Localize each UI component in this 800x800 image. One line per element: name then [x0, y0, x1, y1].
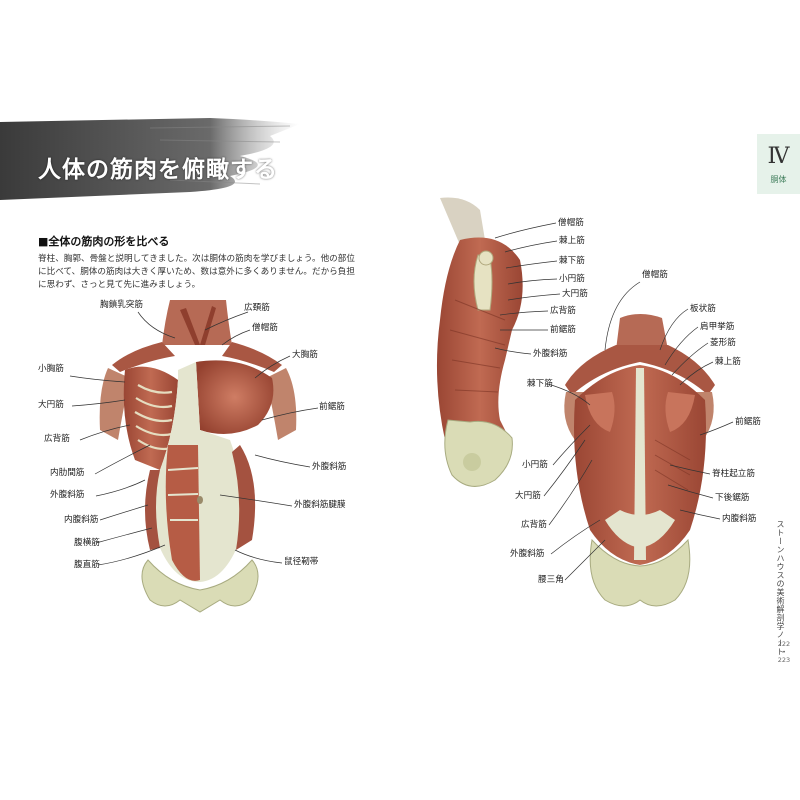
- label-back-splenius: 板状筋: [690, 304, 716, 314]
- label-pectoralis-major: 大胸筋: [292, 350, 318, 360]
- label-back-latissimus: 広背筋: [521, 520, 547, 530]
- label-external-oblique-left: 外腹斜筋: [50, 490, 85, 500]
- label-inguinal-ligament: 鼠径靭帯: [284, 557, 319, 567]
- leader-lines: [69, 222, 734, 581]
- label-back-erector-spinae: 脊柱起立筋: [712, 469, 755, 479]
- label-external-oblique-right: 外腹斜筋: [312, 462, 347, 472]
- side-torso-figure: [436, 197, 523, 487]
- label-serratus-anterior-front: 前鋸筋: [319, 402, 345, 412]
- label-sternocleidomastoid: 胸鎖乳突筋: [100, 300, 143, 310]
- label-back-infraspinatus: 棘下筋: [527, 379, 553, 389]
- label-back-teres-major: 大円筋: [515, 491, 541, 501]
- label-back-external-oblique: 外腹斜筋: [510, 549, 545, 559]
- label-platysma: 広頚筋: [244, 303, 270, 313]
- ink-brush-banner: [0, 118, 300, 200]
- label-side-infraspinatus: 棘下筋: [559, 256, 585, 266]
- label-back-serratus-posterior-inferior: 下後鋸筋: [715, 493, 750, 503]
- label-back-lumbar-triangle: 腰三角: [538, 575, 564, 585]
- label-back-internal-oblique: 内腹斜筋: [722, 514, 757, 524]
- label-back-trapezius: 僧帽筋: [642, 270, 668, 280]
- section-heading: ■全体の筋肉の形を比べる: [38, 235, 170, 248]
- page-number-left: 222: [777, 640, 791, 648]
- label-pectoralis-minor: 小胸筋: [38, 364, 64, 374]
- chapter-name: 胴体: [770, 175, 787, 184]
- label-back-levator-scapulae: 肩甲挙筋: [700, 322, 735, 332]
- front-torso-figure: [99, 300, 297, 613]
- label-back-supraspinatus: 棘上筋: [715, 357, 741, 367]
- label-side-serratus: 前鋸筋: [550, 325, 576, 335]
- page-title: 人体の筋肉を俯瞰する: [38, 157, 278, 183]
- label-side-teres-major: 大円筋: [562, 289, 588, 299]
- label-side-external-oblique: 外腹斜筋: [533, 349, 568, 359]
- label-transversus: 腹横筋: [74, 538, 100, 548]
- label-back-rhomboid: 菱形筋: [710, 338, 736, 348]
- book-title-vertical: ストーンハウスの美術解剖学ノート: [776, 520, 785, 656]
- label-side-teres-minor: 小円筋: [559, 274, 585, 284]
- intro-paragraph: 脊柱、胸郭、骨盤と説明してきました。次は胴体の筋肉を学びましょう。他の部位に比べ…: [38, 254, 355, 290]
- label-side-latissimus: 広背筋: [550, 306, 576, 316]
- label-trapezius-front: 僧帽筋: [252, 323, 278, 333]
- label-side-trapezius: 僧帽筋: [558, 218, 584, 228]
- label-back-teres-minor: 小円筋: [522, 460, 548, 470]
- page-number-right: 223: [777, 656, 791, 664]
- page-number-separator: •: [782, 648, 786, 656]
- label-internal-oblique-front: 内腹斜筋: [64, 515, 99, 525]
- chapter-tab: Ⅳ 胴体: [757, 134, 800, 194]
- label-latissimus-front: 広背筋: [44, 434, 70, 444]
- label-side-supraspinatus: 棘上筋: [559, 236, 585, 246]
- back-torso-figure: [564, 314, 715, 607]
- label-back-serratus-anterior: 前鋸筋: [735, 417, 761, 427]
- page-numbers: 222 • 223: [774, 640, 794, 664]
- label-teres-major-front: 大円筋: [38, 400, 64, 410]
- label-intercostal: 内肋間筋: [50, 468, 85, 478]
- label-external-oblique-aponeurosis: 外腹斜筋腱膜: [294, 500, 346, 510]
- label-rectus-abdominis: 腹直筋: [74, 560, 100, 570]
- chapter-numeral: Ⅳ: [767, 144, 790, 169]
